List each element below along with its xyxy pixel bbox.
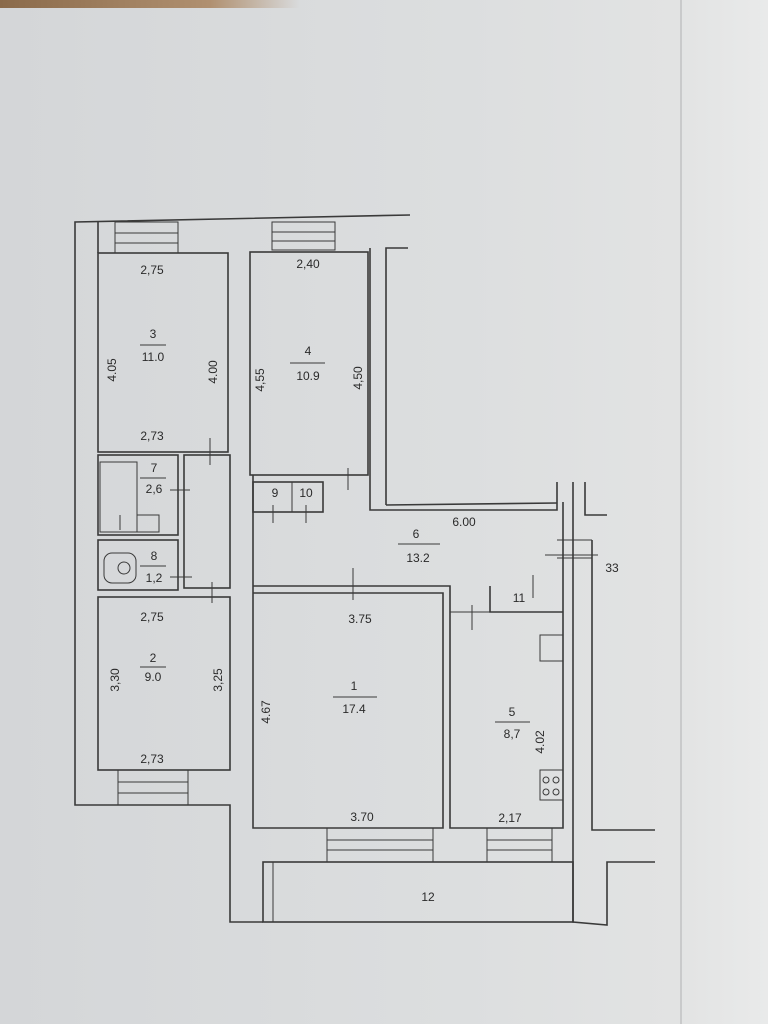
room-5-number: 5: [509, 705, 516, 719]
room-1-dim-left: 4.67: [259, 700, 273, 724]
room-3-dim-top: 2,75: [140, 263, 164, 277]
paper-edge-top: [0, 0, 300, 8]
room-6-number: 6: [413, 527, 420, 541]
room-3-dim-right: 4.00: [206, 360, 220, 384]
room-5-dim-bottom: 2,17: [498, 811, 522, 825]
stair-label: 33: [605, 561, 619, 575]
room-8-number: 8: [151, 549, 158, 563]
room-6-area: 13.2: [406, 551, 430, 565]
room-7-number: 7: [151, 461, 158, 475]
room-8-area: 1,2: [146, 571, 163, 585]
room-2-dim-right: 3,25: [211, 668, 225, 692]
room-2-dim-top: 2,75: [140, 610, 164, 624]
paper-fold: [680, 0, 682, 1024]
room-6-dim: 6.00: [452, 515, 476, 529]
room-12-number: 12: [421, 890, 435, 904]
room-1-area: 17.4: [342, 702, 366, 716]
room-walls: [97, 251, 574, 923]
room-5-dim-right: 4.02: [533, 730, 547, 754]
room-3-area: 11.0: [142, 350, 165, 364]
room-4-area: 10.9: [296, 369, 320, 383]
room-11-number: 11: [513, 591, 526, 605]
room-5-area: 8,7: [504, 727, 521, 741]
room-3-number: 3: [150, 327, 157, 341]
windows: [114, 221, 553, 863]
room-1-number: 1: [351, 679, 358, 693]
room-3-dim-bottom: 2,73: [140, 429, 164, 443]
room-3-dim-left: 4.05: [105, 358, 119, 382]
room-2-dim-bottom: 2,73: [140, 752, 164, 766]
room-10-number: 10: [299, 486, 313, 500]
room-4-dim-left: 4,55: [253, 368, 267, 392]
room-7-area: 2,6: [146, 482, 163, 496]
room-2-dim-left: 3,30: [108, 668, 122, 692]
room-1-dim-bottom: 3.70: [350, 810, 374, 824]
room-1-dim-top: 3.75: [348, 612, 372, 626]
room-2-number: 2: [150, 651, 157, 665]
room-4-number: 4: [305, 344, 312, 358]
room-2-area: 9.0: [145, 670, 162, 684]
room-4-dim-top: 2,40: [296, 257, 320, 271]
room-4-dim-right: 4,50: [351, 366, 365, 390]
room-9-number: 9: [272, 486, 279, 500]
